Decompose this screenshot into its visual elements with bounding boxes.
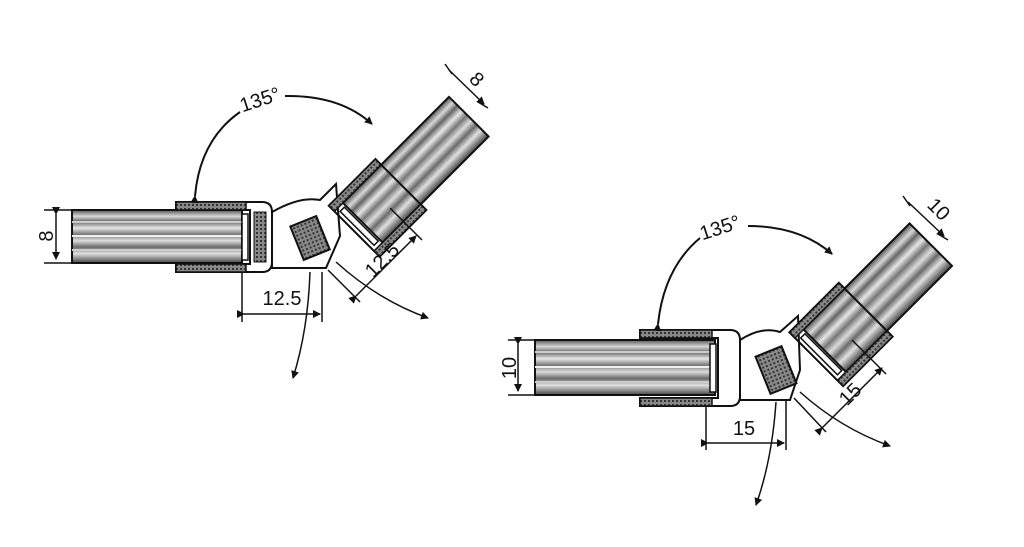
angle-label-2: 135°: [697, 211, 743, 245]
angle-arc-2: [653, 237, 701, 332]
angle-label-1: 135°: [237, 83, 283, 117]
swing-arrow-down-2: [754, 401, 777, 506]
swing-arrow-right-1: [335, 261, 429, 320]
hinge-seal-diagram-2: 135° 10 10 15 15: [499, 194, 954, 506]
glass-pane-left: [71, 209, 243, 264]
hinge-connector-1: [271, 181, 342, 269]
thickness-label-left-1: 8: [36, 230, 58, 241]
angle-arc-1b: [284, 94, 373, 125]
seal-profile-left-2: [639, 329, 741, 407]
offset-dimension-left-2: 15: [701, 400, 787, 450]
offset-label-left-2: 15: [733, 418, 755, 440]
offset-label-left-1: 12.5: [263, 288, 302, 310]
seal-profile-left: [175, 201, 273, 273]
angle-arc-2b: [747, 225, 833, 255]
hinge-seal-diagram-1: 135° 8 8 12.5 12.5: [36, 63, 491, 379]
thickness-dimension-left-2: 10: [499, 337, 535, 396]
angle-arc-1: [190, 111, 241, 204]
glass-pane-left-2: [534, 339, 716, 396]
hinge-connector-2: [739, 313, 802, 401]
swing-arrow-down-1: [291, 271, 311, 379]
glass-pane-right: [327, 95, 491, 259]
thickness-label-left-2: 10: [499, 357, 521, 379]
thickness-dimension-left-1: 8: [36, 207, 72, 264]
swing-arrow-right-2: [799, 391, 891, 448]
